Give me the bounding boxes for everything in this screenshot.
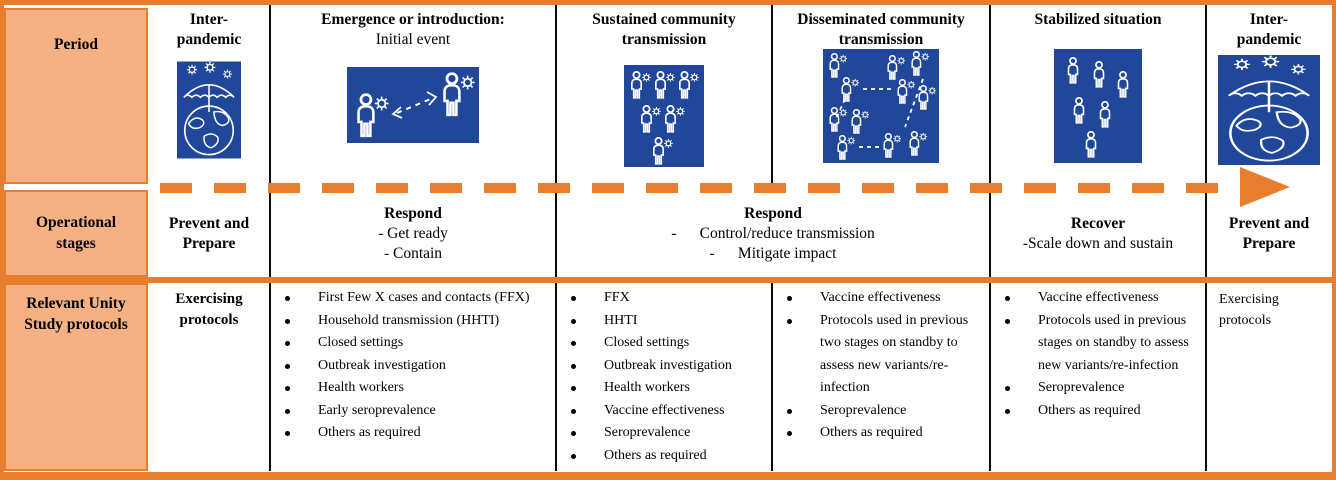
stage-heading: Prevent and [168, 215, 250, 232]
stage-prevent-prepare-start: Prevent and Prepare [148, 191, 270, 277]
period-title: Sustained community [592, 11, 736, 28]
column-divider [1205, 283, 1207, 471]
stage-item: - Get ready [378, 225, 448, 242]
stage-item: - Control/reduce transmission [671, 225, 875, 242]
stage-respond-main: Respond - Control/reduce transmission - … [556, 191, 990, 277]
period-title: pandemic [1236, 31, 1302, 48]
stage-item: -Scale down and sustain [1022, 235, 1174, 252]
protocol-item: Health workers [270, 377, 540, 400]
row-label-operational-stages: Operational stages [4, 190, 148, 277]
stage-heading: Respond [384, 205, 442, 222]
protocol-item: Seroprevalence [990, 377, 1190, 400]
stage-heading: Prepare [182, 235, 236, 252]
protocols-exercising-start: Exercising protocols [175, 291, 243, 328]
protocol-item: Others as required [270, 422, 540, 445]
protocol-item: Outbreak investigation [556, 355, 756, 378]
period-cell-emergence: Emergence or introduction: Initial event [270, 5, 556, 188]
column-divider [989, 283, 991, 471]
stage-item: - Contain [383, 245, 443, 262]
infected-people-network-icon [823, 49, 939, 163]
stage-heading: Prepare [1242, 235, 1296, 252]
period-cell-disseminated: Disseminated community transmission [772, 5, 990, 188]
row-divider [4, 277, 1332, 283]
period-title: Inter- [189, 11, 229, 28]
protocol-item: Vaccine effectiveness [772, 287, 974, 310]
stage-recover: Recover -Scale down and sustain [990, 191, 1206, 277]
protocol-item: Others as required [556, 445, 756, 468]
row-label-unity-protocols: Relevant Unity Study protocols [4, 283, 148, 471]
infected-people-group-icon [624, 65, 704, 167]
protocol-item: FFX [556, 287, 756, 310]
protocol-item: Closed settings [556, 332, 756, 355]
stage-prevent-prepare-end: Prevent and Prepare [1206, 191, 1332, 277]
period-title: transmission [621, 31, 707, 48]
period-title: Emergence or introduction: [321, 11, 505, 28]
stage-heading: Prevent and [1228, 215, 1310, 232]
period-subtitle: Initial event [375, 31, 451, 48]
stage-respond-initial: Respond - Get ready - Contain [270, 191, 556, 277]
protocol-item: Others as required [990, 400, 1190, 423]
stage-heading: Respond [744, 205, 802, 222]
timeline-dashed-arrow [160, 183, 1240, 193]
people-group-icon [1054, 49, 1142, 163]
protocol-item: Seroprevalence [556, 422, 756, 445]
period-title: Disseminated community [797, 11, 965, 28]
protocol-item: Others as required [772, 422, 974, 445]
protocol-item: Closed settings [270, 332, 540, 355]
protocol-item: Health workers [556, 377, 756, 400]
stage-item: - Mitigate impact [709, 245, 837, 262]
period-cell-stabilized: Stabilized situation [990, 5, 1206, 188]
column-divider [269, 283, 271, 471]
column-divider [269, 5, 271, 277]
person-to-person-transmission-icon [347, 67, 479, 143]
protocols-stabilized-list: Vaccine effectiveness Protocols used in … [990, 283, 1206, 471]
column-divider [771, 283, 773, 471]
protocol-item: Protocols used in previous stages on sta… [990, 310, 1190, 378]
protocol-item: Early seroprevalence [270, 400, 540, 423]
timeline-arrowhead-icon [1240, 167, 1290, 207]
protocol-item: Vaccine effectiveness [990, 287, 1190, 310]
row-label-period: Period [4, 8, 148, 184]
protocol-item: Protocols used in previous two stages on… [772, 310, 974, 400]
period-title: pandemic [176, 31, 242, 48]
protocols-sustained-list: FFX HHTI Closed settings Outbreak invest… [556, 283, 772, 471]
protocols-exercising-end: Exercising protocols [1219, 292, 1279, 328]
umbrella-globe-virus-icon [177, 61, 241, 159]
stage-heading: Recover [1070, 215, 1126, 232]
period-cell-sustained: Sustained community transmission [556, 5, 772, 188]
column-divider [555, 5, 557, 277]
protocol-item: HHTI [556, 310, 756, 333]
protocol-item: Seroprevalence [772, 400, 974, 423]
period-title: transmission [838, 31, 924, 48]
period-cell-inter-pandemic-start: Inter- pandemic [148, 5, 270, 188]
protocols-emergence-list: First Few X cases and contacts (FFX) Hou… [270, 283, 556, 471]
protocols-disseminated-list: Vaccine effectiveness Protocols used in … [772, 283, 990, 471]
protocol-item: First Few X cases and contacts (FFX) [270, 287, 540, 310]
protocol-item: Household transmission (HHTI) [270, 310, 540, 333]
column-divider [1205, 5, 1207, 277]
column-divider [989, 5, 991, 277]
period-cell-inter-pandemic-end: Inter- pandemic [1206, 5, 1332, 188]
column-divider [555, 283, 557, 471]
umbrella-globe-virus-icon [1218, 55, 1320, 165]
column-divider [771, 5, 773, 188]
period-title: Stabilized situation [1034, 11, 1162, 28]
period-title: Inter- [1249, 11, 1289, 28]
protocol-item: Vaccine effectiveness [556, 400, 756, 423]
protocol-item: Outbreak investigation [270, 355, 540, 378]
